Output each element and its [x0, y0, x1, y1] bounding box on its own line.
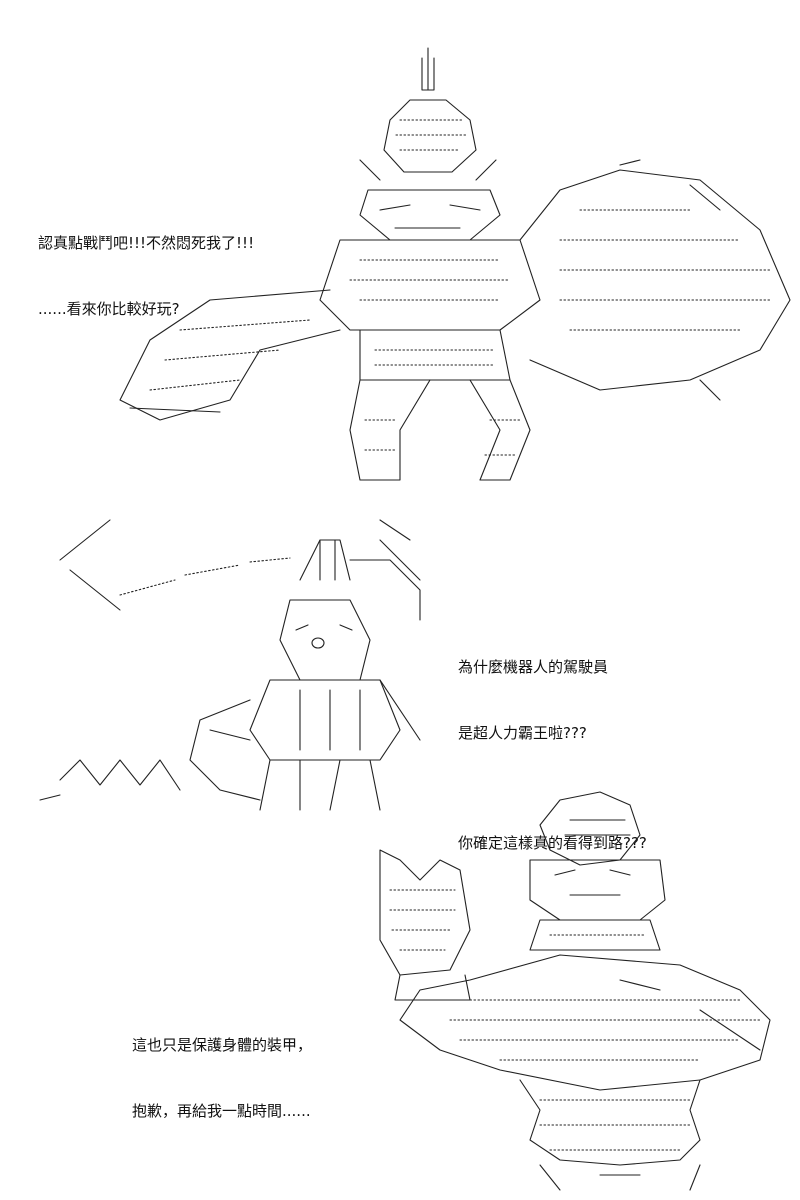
- robot-figure-ascii-art-icon: [119, 47, 791, 481]
- caption-line: 是超人力霸王啦???: [458, 724, 587, 742]
- dialogue-caption: 為什麼機器人的駕駛員 是超人力霸王啦??? 你確定這樣真的看得到路???: [458, 612, 647, 898]
- caption-line: 為什麼機器人的駕駛員: [458, 658, 609, 676]
- panel-2: 為什麼機器人的駕駛員 是超人力霸王啦??? 你確定這樣真的看得到路???: [0, 500, 800, 852]
- caption-line: 抱歉，再給我一點時間......: [132, 1102, 311, 1120]
- panel-3: 這也只是保護身體的裝甲， 抱歉，再給我一點時間......: [0, 780, 800, 1200]
- dialogue-caption: 這也只是保護身體的裝甲， 抱歉，再給我一點時間......: [132, 990, 312, 1166]
- dialogue-caption: 認真點戰鬥吧!!!不然悶死我了!!! ......看來你比較好玩?: [38, 188, 254, 364]
- caption-line: 你確定這樣真的看得到路???: [458, 834, 647, 852]
- ultraman-figure-ascii-art-icon: [39, 519, 421, 811]
- caption-line: 認真點戰鬥吧!!!不然悶死我了!!!: [38, 234, 255, 252]
- panel-1: 認真點戰鬥吧!!!不然悶死我了!!! ......看來你比較好玩?: [0, 0, 800, 500]
- caption-line: 這也只是保護身體的裝甲，: [132, 1036, 313, 1054]
- caption-line: ......看來你比較好玩?: [38, 300, 180, 318]
- armored-figure-ascii-art-icon: [379, 791, 771, 1191]
